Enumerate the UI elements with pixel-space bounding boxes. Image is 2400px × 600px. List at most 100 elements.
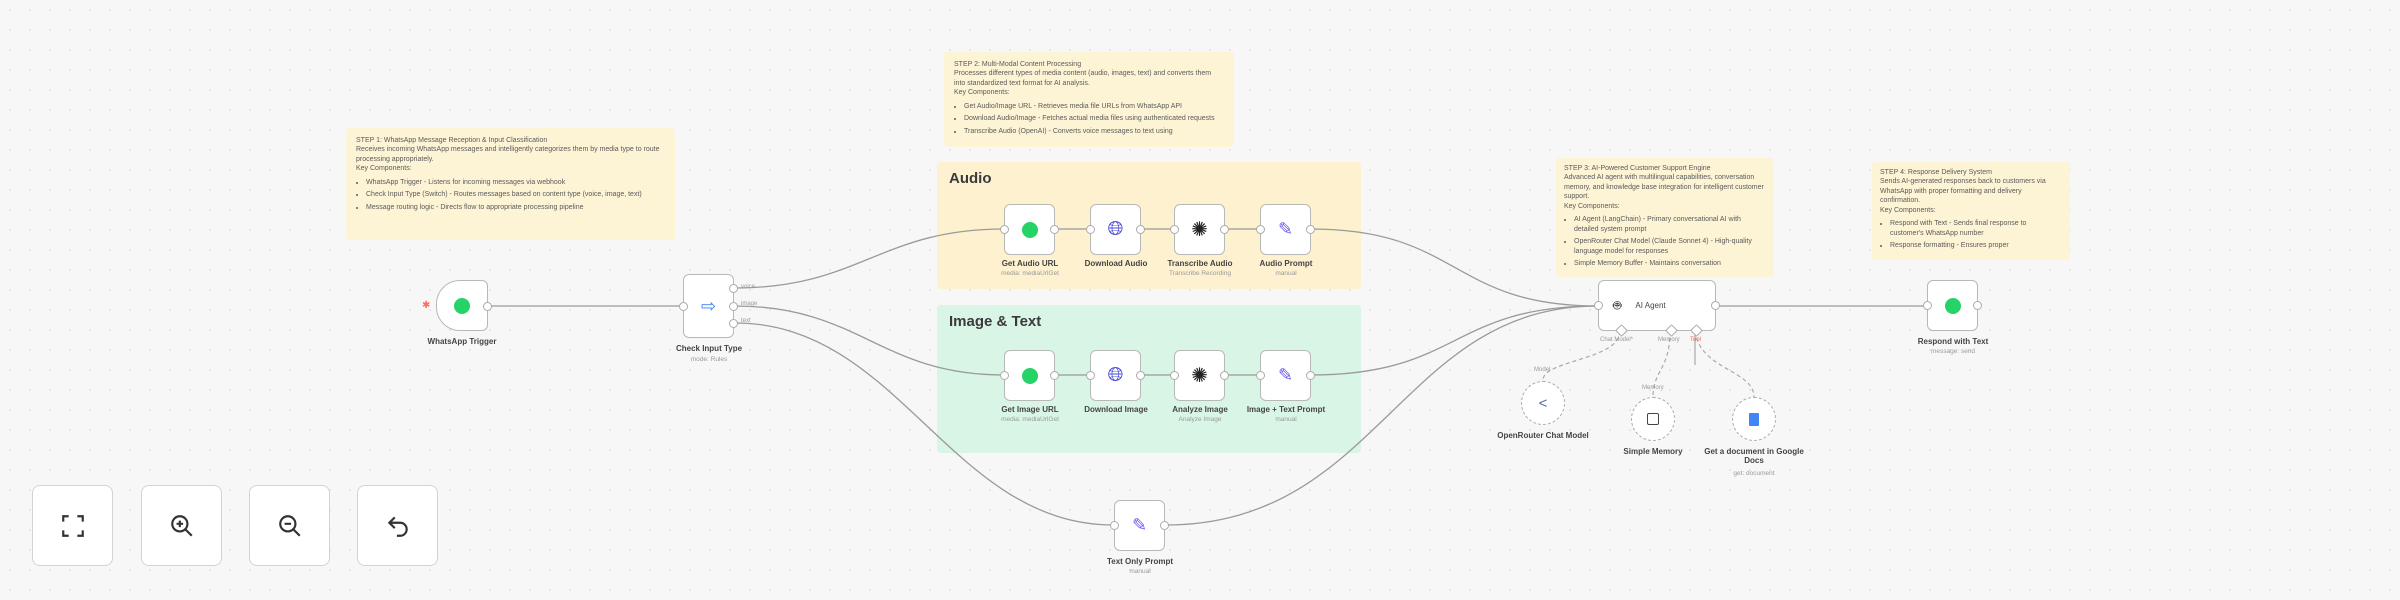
note-key: Key Components: — [1564, 202, 1620, 210]
zoom-out-icon — [278, 514, 301, 537]
download-audio-node[interactable]: 🌐︎ — [1086, 204, 1145, 255]
ai-agent-node[interactable]: 🤖︎ AI Agent — [1594, 280, 1720, 337]
note-item: Transcribe Audio (OpenAI) - Converts voi… — [964, 127, 1224, 136]
get-audio-url-node[interactable] — [1000, 204, 1059, 255]
group-title: Image & Text — [949, 313, 1042, 330]
input-port[interactable] — [1000, 225, 1009, 234]
globe-icon: 🌐︎ — [1107, 218, 1124, 240]
node-subtitle: Analyze Image — [1178, 416, 1222, 423]
output-port[interactable] — [1973, 301, 1982, 310]
input-port[interactable] — [1000, 371, 1009, 380]
handle-label: Memory — [1642, 385, 1664, 391]
whatsapp-icon — [454, 297, 470, 314]
output-port[interactable] — [1220, 371, 1229, 380]
openrouter-icon: < — [1538, 394, 1548, 412]
pencil-icon: ✎ — [1277, 219, 1294, 239]
node-label: Download Image — [1084, 405, 1148, 414]
output-port[interactable] — [483, 302, 492, 311]
handle-label: Chat Model* — [1600, 337, 1634, 343]
audio-prompt-node[interactable]: ✎ — [1256, 204, 1315, 255]
output-port[interactable] — [1136, 371, 1145, 380]
note-title: STEP 4: Response Delivery System — [1880, 169, 1992, 176]
note-item: Check Input Type (Switch) - Routes messa… — [366, 190, 665, 199]
input-port[interactable] — [679, 302, 688, 311]
zoom-in-icon — [170, 514, 193, 537]
input-port[interactable] — [1594, 301, 1603, 310]
handle-label: Tool — [1690, 337, 1702, 343]
note-item: Simple Memory Buffer - Maintains convers… — [1574, 259, 1766, 268]
text-only-prompt-node[interactable]: ✎ — [1110, 500, 1169, 551]
edge — [1310, 305, 1599, 376]
node-subtitle: media: mediaUrlGet — [1001, 416, 1059, 423]
fit-view-button[interactable] — [32, 485, 113, 566]
node-label: OpenRouter Chat Model — [1497, 431, 1589, 440]
input-port[interactable] — [1170, 371, 1179, 380]
input-port[interactable] — [1256, 225, 1265, 234]
pencil-icon: ✎ — [1131, 515, 1148, 535]
check-input-type-node[interactable]: ⇨ — [679, 274, 738, 338]
google-docs-node[interactable] — [1732, 397, 1776, 441]
note-item: AI Agent (LangChain) - Primary conversat… — [1574, 215, 1766, 234]
output-port[interactable] — [1136, 225, 1145, 234]
output-port[interactable] — [1711, 301, 1720, 310]
note-description: Receives incoming WhatsApp messages and … — [356, 146, 660, 163]
output-port-text[interactable] — [729, 319, 738, 328]
output-port[interactable] — [1306, 371, 1315, 380]
zoom-out-button[interactable] — [249, 485, 330, 566]
handle-label: Memory — [1658, 337, 1680, 343]
note-title: STEP 1: WhatsApp Message Reception & Inp… — [356, 137, 548, 144]
edge-memory — [1652, 330, 1671, 398]
input-port[interactable] — [1086, 225, 1095, 234]
sticky-note-step-2[interactable]: STEP 2: Multi-Modal Content Processing P… — [944, 52, 1234, 147]
node-label: Respond with Text — [1917, 337, 1989, 346]
output-port[interactable] — [1050, 371, 1059, 380]
note-key: Key Components: — [356, 165, 412, 173]
input-port[interactable] — [1170, 225, 1179, 234]
node-label: Simple Memory — [1623, 447, 1683, 456]
sticky-note-step-1[interactable]: STEP 1: WhatsApp Message Reception & Inp… — [346, 128, 675, 240]
undo-button[interactable] — [357, 485, 438, 566]
get-image-url-node[interactable] — [1000, 350, 1059, 401]
handle-label: Model — [1534, 367, 1551, 373]
fit-view-icon — [61, 514, 84, 537]
whatsapp-icon — [1021, 221, 1038, 238]
image-text-prompt-node[interactable]: ✎ — [1256, 350, 1315, 401]
openrouter-chat-model-node[interactable]: < — [1521, 381, 1565, 425]
sticky-note-step-3[interactable]: STEP 3: AI-Powered Customer Support Engi… — [1556, 158, 1774, 278]
undo-icon — [387, 516, 408, 537]
note-key: Key Components: — [1880, 206, 1936, 214]
transcribe-audio-node[interactable]: ✺ — [1170, 204, 1229, 255]
edge — [734, 228, 1005, 289]
whatsapp-trigger-node[interactable] — [436, 280, 492, 331]
download-image-node[interactable]: 🌐︎ — [1086, 350, 1145, 401]
output-port-image[interactable] — [729, 302, 738, 311]
analyze-image-node[interactable]: ✺ — [1170, 350, 1229, 401]
note-description: Advanced AI agent with multilingual capa… — [1564, 174, 1764, 201]
note-description: Processes different types of media conte… — [954, 70, 1212, 87]
trigger-bolt-icon: ✱ — [422, 300, 431, 311]
edge — [1310, 228, 1599, 307]
zoom-in-button[interactable] — [141, 485, 222, 566]
input-port[interactable] — [1923, 301, 1932, 310]
edge-tool — [1694, 330, 1755, 398]
input-port[interactable] — [1086, 371, 1095, 380]
input-port[interactable] — [1256, 371, 1265, 380]
globe-icon: 🌐︎ — [1107, 364, 1124, 386]
simple-memory-node[interactable] — [1631, 397, 1675, 441]
node-label: Get Image URL — [1001, 405, 1059, 414]
node-subtitle: message: send — [1930, 348, 1976, 355]
openai-icon: ✺ — [1191, 219, 1208, 241]
output-label: image — [741, 301, 758, 307]
input-port[interactable] — [1110, 521, 1119, 530]
output-port[interactable] — [1050, 225, 1059, 234]
output-port[interactable] — [1220, 225, 1229, 234]
sticky-note-step-4[interactable]: STEP 4: Response Delivery System Sends A… — [1872, 162, 2070, 260]
respond-with-text-node[interactable] — [1923, 280, 1982, 331]
node-subtitle: mode: Rules — [690, 356, 728, 363]
output-port[interactable] — [1306, 225, 1315, 234]
output-port-voice[interactable] — [729, 284, 738, 293]
edge — [734, 322, 1115, 526]
node-subtitle: manual — [1275, 416, 1297, 423]
output-port[interactable] — [1160, 521, 1169, 530]
node-subtitle: Transcribe Recording — [1169, 270, 1231, 277]
